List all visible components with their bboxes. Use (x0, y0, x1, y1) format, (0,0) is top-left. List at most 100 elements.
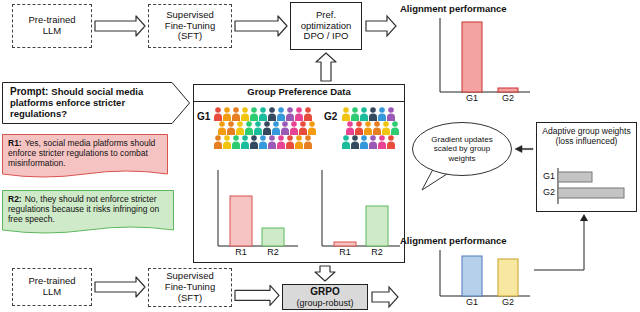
card-shape (3, 135, 168, 178)
flow-arrow (235, 285, 279, 305)
axis-label: G1 (543, 172, 555, 182)
person-icon (277, 135, 285, 149)
bar (498, 88, 518, 92)
feedback-line (534, 221, 584, 270)
person-body (250, 142, 258, 150)
person-icon (299, 121, 307, 135)
person-head (251, 107, 257, 113)
person-head (300, 121, 306, 127)
person-icon (387, 135, 395, 149)
person-icon (295, 107, 303, 121)
node-heading: GRPO (296, 286, 353, 298)
person-body (342, 142, 350, 150)
node-text: Group Preference Data (194, 85, 404, 102)
person-head (246, 121, 252, 127)
person-body (277, 114, 285, 122)
chart-axis (322, 170, 400, 246)
person-icon (364, 121, 372, 135)
person-icon (272, 121, 280, 135)
person-body (232, 114, 240, 122)
person-body (268, 142, 276, 150)
person-body (369, 114, 377, 122)
person-head (282, 121, 288, 127)
arrowhead (580, 214, 588, 221)
person-icon (286, 107, 294, 121)
node-text: Supervised Fine-Tuning (SFT) (163, 10, 217, 43)
person-body (223, 114, 231, 122)
block-arrow (372, 287, 398, 307)
person-body (214, 114, 222, 122)
person-icon (295, 135, 303, 149)
card-shape (3, 191, 174, 234)
person-body (304, 114, 312, 122)
person-body (360, 142, 368, 150)
person-icon (369, 135, 377, 149)
person-icon (277, 107, 285, 121)
person-icon (241, 107, 249, 121)
axis-label: G1 (466, 298, 478, 308)
person-body (295, 114, 303, 122)
chart-axis (218, 170, 298, 246)
person-icon (373, 121, 381, 135)
person-body (290, 128, 298, 136)
flow-arrow (316, 53, 336, 81)
chart-title: Alignment performance (400, 236, 507, 246)
node-text: Gradient updates scaled by group weights (427, 135, 497, 163)
person-head (233, 135, 239, 141)
chart-title: G2 (324, 111, 337, 122)
flow-arrow (95, 277, 145, 297)
node-text: (group-robust) (296, 298, 353, 308)
weights-panel: Adaptive group weights (loss influenced) (536, 122, 637, 212)
node-heading: Prompt: (10, 86, 48, 98)
person-head (242, 135, 248, 141)
axis-label: G2 (543, 188, 555, 198)
person-icon (218, 121, 226, 135)
person-body (259, 142, 267, 150)
person-icon (342, 107, 350, 121)
person-icon (308, 121, 316, 135)
person-head (352, 135, 358, 141)
person-body (254, 128, 262, 136)
node-text: Pre-trained LLM (25, 15, 79, 37)
node-heading: R2: (8, 195, 22, 205)
person-body (299, 128, 307, 136)
person-icon (286, 135, 294, 149)
model-box: Pre-trained LLM (12, 4, 92, 48)
person-icon (391, 121, 399, 135)
person-head (219, 121, 225, 127)
person-icon (351, 135, 359, 149)
person-icon (250, 135, 258, 149)
bar (366, 206, 388, 246)
person-icon (223, 107, 231, 121)
person-icon (250, 107, 258, 121)
person-icon (290, 121, 298, 135)
person-icon (259, 107, 267, 121)
person-head (379, 107, 385, 113)
node-heading: R1: (8, 139, 22, 149)
person-head (356, 121, 362, 127)
axis-label: R1 (339, 248, 351, 258)
response-card: R1:Yes, social media platforms should en… (2, 134, 168, 180)
person-icon (304, 135, 312, 149)
person-body (218, 128, 226, 136)
person-icon (360, 107, 368, 121)
person-body (378, 142, 386, 150)
person-body (387, 114, 395, 122)
bar (558, 172, 592, 182)
person-icon (227, 121, 235, 135)
person-body (351, 142, 359, 150)
person-icon (378, 135, 386, 149)
person-head (215, 107, 221, 113)
chart-axis (440, 18, 530, 92)
person-head (264, 121, 270, 127)
person-body (259, 114, 267, 122)
person-head (343, 107, 349, 113)
person-icon (245, 121, 253, 135)
person-body (214, 142, 222, 150)
bar (462, 22, 482, 92)
person-icon (263, 121, 271, 135)
person-icon (387, 107, 395, 121)
person-body (364, 128, 372, 136)
person-body (304, 142, 312, 150)
person-icon (214, 135, 222, 149)
